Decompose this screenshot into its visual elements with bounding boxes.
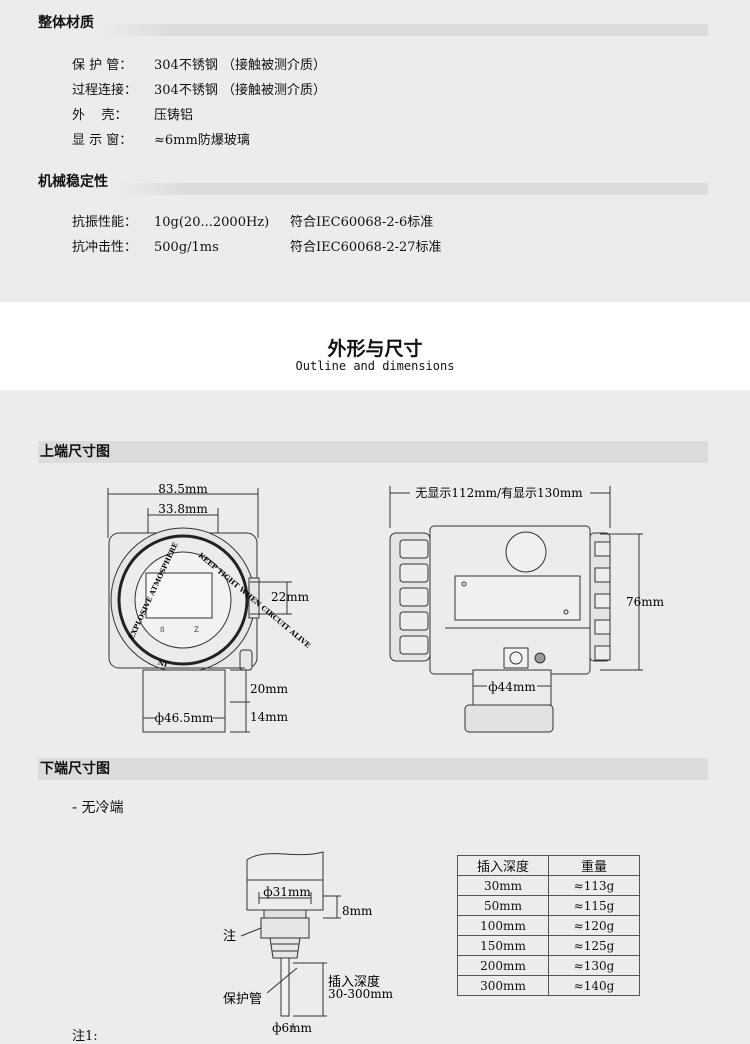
col-insert-depth: 插入深度 — [457, 855, 549, 876]
bottom-insert: 插入深度 — [328, 974, 380, 990]
bottom-d31: ф31mm — [263, 885, 311, 899]
front-dim-14: 14mm — [250, 710, 289, 724]
bottom-d6: ф6mm — [272, 1021, 312, 1035]
front-width-outer: 83.5mm — [158, 482, 208, 496]
material-row-4: 显 示 窗：≈6mm防爆玻璃 — [72, 133, 250, 148]
material-row-1: 保 护 管：304不锈钢 （接触被测介质） — [72, 58, 326, 73]
table-row: 30mm≈113g — [457, 875, 640, 896]
svg-text:Z: Z — [194, 626, 199, 634]
top-view-header: 上端尺寸图 — [38, 441, 708, 463]
front-width-inner: 33.8mm — [158, 502, 208, 516]
bottom-view-subtitle: - 无冷端 — [72, 800, 124, 816]
material-row-2: 过程连接：304不锈钢 （接触被测介质） — [72, 83, 326, 98]
bottom-tube: 保护管 — [223, 992, 262, 1007]
table-row: 50mm≈115g — [457, 895, 640, 916]
weight-table-header: 插入深度 重量 — [457, 855, 640, 876]
front-dim-22: 22mm — [271, 590, 310, 604]
bottom-note: 注 — [223, 929, 236, 944]
table-row: 150mm≈125g — [457, 935, 640, 956]
bottom-view-header: 下端尺寸图 — [38, 758, 708, 780]
bottom-insert-range: 30-300mm — [328, 987, 394, 1001]
stability-header-bar — [115, 183, 708, 195]
table-row: 200mm≈130g — [457, 955, 640, 976]
stability-row-1: 抗振性能：10g(20...2000Hz)符合IEC60068-2-6标准 — [72, 215, 434, 230]
note-label: 注1: — [72, 1029, 98, 1044]
side-top-label: 无显示112mm/有显示130mm — [415, 486, 583, 500]
bottom-view-drawing: ф31mm 8mm 注 插入深度 30-300mm 保护管 ф6mm — [223, 851, 394, 1035]
side-dia: ф44mm — [488, 680, 536, 694]
dimensions-subtitle: Outline and dimensions — [295, 359, 455, 373]
dimensions-title: 外形与尺寸 — [327, 338, 423, 360]
dimensions-banner: 外形与尺寸 Outline and dimensions — [0, 302, 750, 390]
ring-text-in: IN — [156, 657, 168, 668]
col-weight: 重量 — [548, 855, 640, 876]
svg-text:8: 8 — [160, 626, 164, 634]
table-row: 100mm≈120g — [457, 915, 640, 936]
material-row-3: 外 壳：压铸铝 — [72, 108, 194, 123]
front-view-drawing: 8 Z 83.5mm 33.8mm 22mm 20mm 14mm ф46.5mm… — [107, 482, 312, 733]
front-dim-20: 20mm — [250, 682, 289, 696]
side-height: 76mm — [626, 595, 665, 609]
material-header: 整体材质 — [38, 15, 94, 31]
side-view-drawing: 无显示112mm/有显示130mm 76mm ф44mm — [389, 484, 665, 733]
front-dia: ф46.5mm — [155, 711, 214, 725]
material-header-bar — [100, 24, 708, 36]
table-row: 300mm≈140g — [457, 975, 640, 996]
bottom-h8: 8mm — [342, 904, 373, 918]
weight-table: 插入深度 重量 30mm≈113g 50mm≈115g 100mm≈120g 1… — [457, 855, 640, 996]
stability-header: 机械稳定性 — [38, 174, 108, 190]
